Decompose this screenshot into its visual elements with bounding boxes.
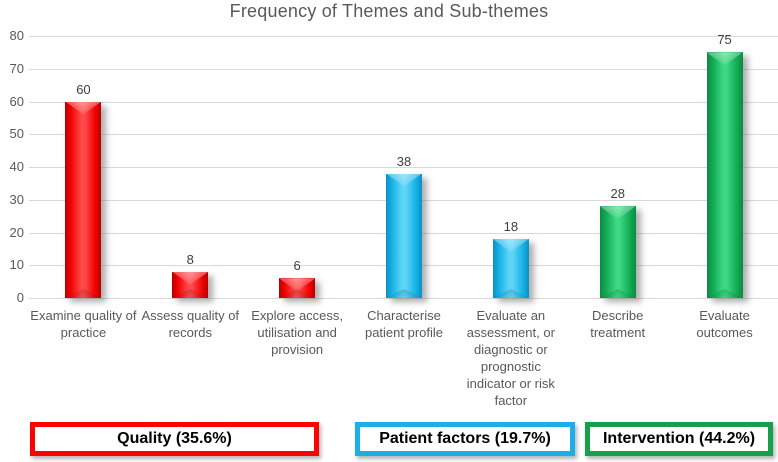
- gridline: [29, 101, 778, 103]
- gridline: [29, 36, 778, 37]
- gridline: [29, 134, 778, 136]
- bar-quality: [172, 271, 209, 298]
- category-label: Examine quality of practice: [30, 308, 137, 340]
- category-label: Describe treatment: [590, 308, 646, 340]
- gridline: [29, 68, 778, 70]
- y-tick-label: 0: [16, 290, 24, 305]
- bar-quality: [279, 278, 316, 298]
- gridline: [29, 298, 778, 299]
- y-tick-label: 60: [9, 93, 24, 109]
- chart-title: Frequency of Themes and Sub-themes: [229, 1, 549, 21]
- legend-box-1: Patient factors (19.7%): [355, 422, 575, 456]
- y-tick-label: 30: [9, 191, 24, 207]
- bar-value-label: 6: [293, 258, 301, 274]
- y-tick-label: 40: [9, 159, 24, 174]
- y-tick-label: 10: [9, 257, 24, 273]
- bar-value-label: 8: [186, 251, 194, 267]
- bar-intervention: [706, 52, 743, 298]
- bar-quality: [65, 101, 102, 298]
- gridline: [29, 167, 778, 168]
- bar-value-label: 75: [717, 32, 732, 48]
- category-label: Explore access, utilisation and provisio…: [251, 308, 344, 357]
- y-tick-label: 70: [9, 60, 24, 76]
- category-label: Evaluate outcomes: [696, 308, 753, 340]
- category-label: Characterise patient profile: [364, 308, 444, 340]
- y-tick-label: 20: [9, 224, 24, 240]
- legend-box-0: Quality (35.6%): [30, 422, 319, 456]
- y-tick-label: 80: [9, 28, 24, 43]
- bar-patient: [492, 239, 529, 298]
- category-label: Assess quality of records: [141, 308, 240, 340]
- legend-box-2: Intervention (44.2%): [585, 422, 773, 456]
- bar-intervention: [599, 206, 636, 298]
- bar-value-label: 38: [396, 153, 412, 169]
- bar-value-label: 60: [76, 81, 91, 97]
- bar-patient: [386, 173, 422, 298]
- bar-value-label: 28: [610, 186, 625, 202]
- bar-value-label: 18: [503, 219, 519, 235]
- category-label: Evaluate an assessment, or diagnostic or…: [466, 308, 555, 408]
- y-tick-label: 50: [9, 126, 24, 142]
